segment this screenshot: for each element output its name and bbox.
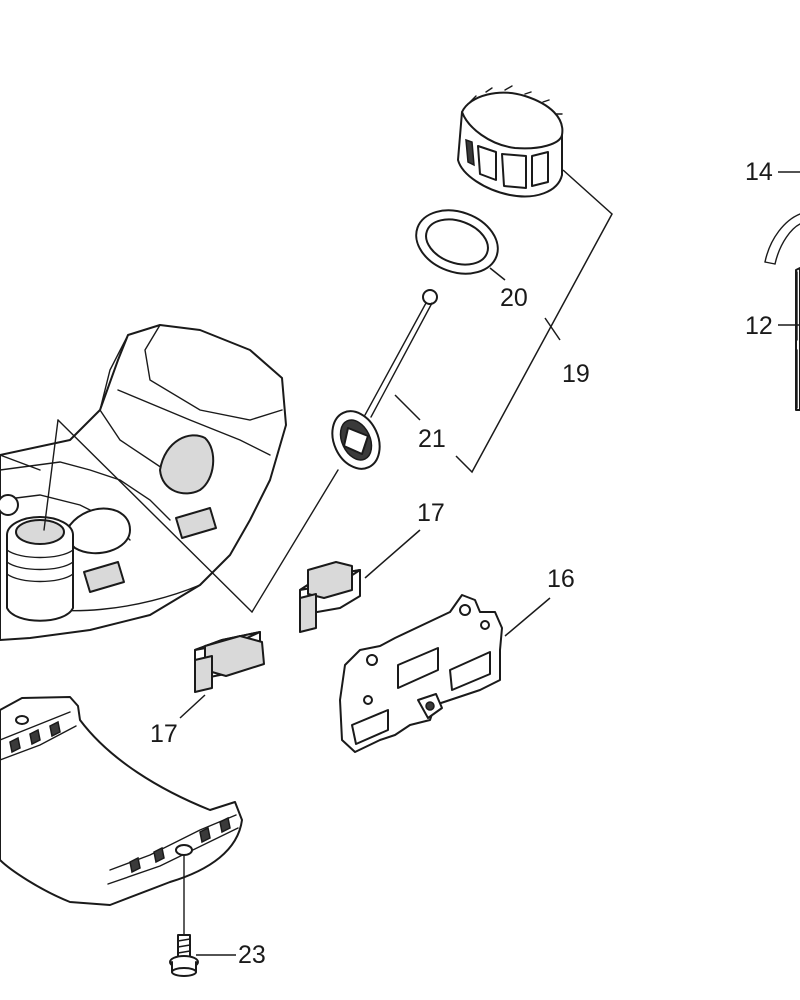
hose-fitting[interactable] (764, 213, 800, 265)
callout-20: 20 (500, 284, 528, 312)
rubber-mount-upper[interactable] (299, 561, 361, 633)
callout-21: 21 (418, 425, 446, 453)
rubber-mount-lower[interactable] (194, 631, 265, 693)
mounting-plate[interactable] (339, 594, 503, 753)
callout-14: 14 (745, 158, 773, 186)
filter-housing[interactable] (795, 267, 800, 411)
fuel-cap[interactable] (457, 85, 564, 198)
fuel-tank[interactable] (0, 324, 287, 641)
callout-12: 12 (745, 312, 773, 340)
callout-17-lower: 17 (150, 720, 178, 748)
cap-retainer-strap[interactable] (251, 289, 438, 613)
bolt[interactable] (169, 854, 199, 977)
callout-23: 23 (238, 941, 266, 969)
bottom-cover[interactable] (0, 696, 243, 906)
callout-16: 16 (547, 565, 575, 593)
leader-lines (179, 169, 800, 956)
callout-19: 19 (562, 360, 590, 388)
callout-17-upper: 17 (417, 499, 445, 527)
gasket-ring[interactable] (407, 199, 506, 284)
